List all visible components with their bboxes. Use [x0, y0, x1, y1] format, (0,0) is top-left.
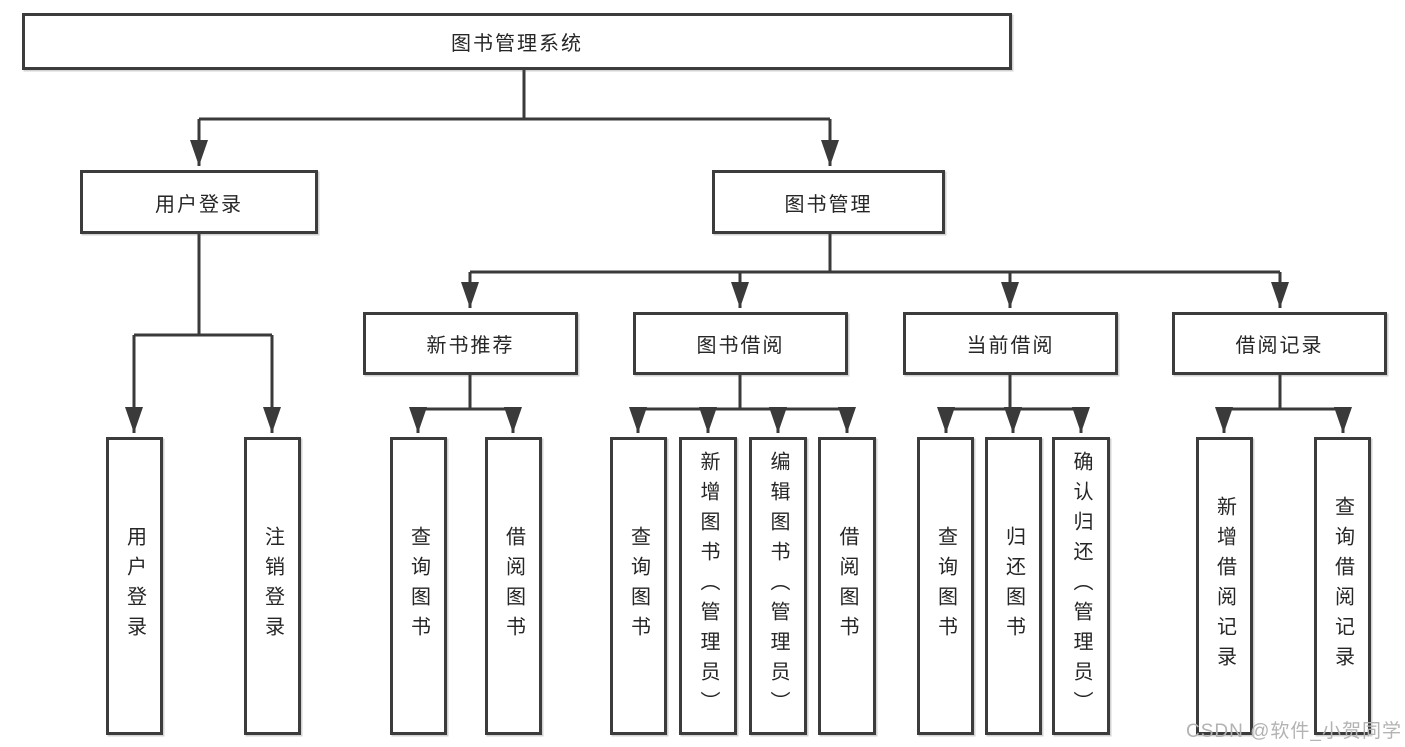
leaf-rec-borrow-books: 借阅图书 — [485, 437, 542, 735]
leaf-cur-query-books: 查询图书 — [917, 437, 974, 735]
node-borrow-records-label: 借阅记录 — [1235, 335, 1324, 357]
node-root-label: 图书管理系统 — [451, 33, 583, 55]
edge-root-split — [190, 70, 839, 166]
leaf-user-login-label: 用户登录 — [123, 526, 146, 646]
leaf-bor-add-books-admin: 新增图书（管理员） — [679, 437, 737, 735]
leaf-cur-confirm-return-admin: 确认归还（管理员） — [1052, 437, 1110, 735]
node-book-mgmt: 图书管理 — [712, 170, 945, 234]
leaf-cur-return-books-label: 归还图书 — [1002, 526, 1025, 646]
edge-trunk — [199, 70, 830, 121]
edge-current-split — [937, 375, 1090, 433]
node-user-login-label: 用户登录 — [155, 193, 243, 216]
node-current-borrow: 当前借阅 — [903, 312, 1118, 375]
node-current-borrow-label: 当前借阅 — [966, 335, 1055, 357]
leaf-hist-query-record-label: 查询借阅记录 — [1331, 496, 1354, 676]
leaf-hist-add-record: 新增借阅记录 — [1196, 437, 1253, 735]
leaf-rec-borrow-books-label: 借阅图书 — [502, 526, 525, 646]
leaf-bor-query-books-label: 查询图书 — [627, 526, 650, 646]
leaf-bor-borrow-books: 借阅图书 — [818, 437, 876, 735]
leaf-rec-query-books: 查询图书 — [390, 437, 447, 735]
leaf-bor-edit-books-admin-label: 编辑图书（管理员） — [767, 451, 789, 721]
leaf-logout: 注销登录 — [244, 437, 301, 735]
node-book-mgmt-label: 图书管理 — [784, 193, 873, 216]
edge-trunk — [418, 375, 513, 411]
edge-trunk — [134, 234, 272, 337]
edge-records-split — [1215, 375, 1352, 433]
node-root: 图书管理系统 — [22, 13, 1012, 70]
edge-trunk — [1224, 375, 1343, 411]
leaf-cur-return-books: 归还图书 — [985, 437, 1042, 735]
node-new-book-rec: 新书推荐 — [363, 312, 578, 375]
leaf-rec-query-books-label: 查询图书 — [407, 526, 430, 646]
node-book-borrow: 图书借阅 — [633, 312, 848, 375]
node-new-book-rec-label: 新书推荐 — [426, 335, 515, 357]
leaf-logout-label: 注销登录 — [261, 526, 284, 646]
edge-rec-split — [409, 375, 522, 433]
node-book-borrow-label: 图书借阅 — [696, 335, 785, 357]
edge-trunk — [470, 234, 1280, 274]
leaf-cur-query-books-label: 查询图书 — [934, 526, 957, 646]
node-user-login: 用户登录 — [80, 170, 318, 234]
edge-borrow-split — [629, 375, 856, 433]
leaf-bor-add-books-admin-label: 新增图书（管理员） — [697, 451, 719, 721]
leaf-hist-query-record: 查询借阅记录 — [1314, 437, 1371, 735]
edge-trunk — [638, 375, 847, 411]
leaf-hist-add-record-label: 新增借阅记录 — [1213, 496, 1236, 676]
edge-login-split — [125, 234, 281, 433]
leaf-user-login: 用户登录 — [106, 437, 163, 735]
csdn-watermark: CSDN @软件_小贺同学 — [1186, 721, 1402, 742]
edge-mgmt-split — [461, 234, 1289, 308]
leaf-bor-edit-books-admin: 编辑图书（管理员） — [749, 437, 807, 735]
edge-trunk — [946, 375, 1081, 411]
leaf-bor-query-books: 查询图书 — [610, 437, 667, 735]
node-borrow-records: 借阅记录 — [1172, 312, 1387, 375]
leaf-cur-confirm-return-admin-label: 确认归还（管理员） — [1070, 451, 1092, 721]
leaf-bor-borrow-books-label: 借阅图书 — [836, 526, 858, 646]
